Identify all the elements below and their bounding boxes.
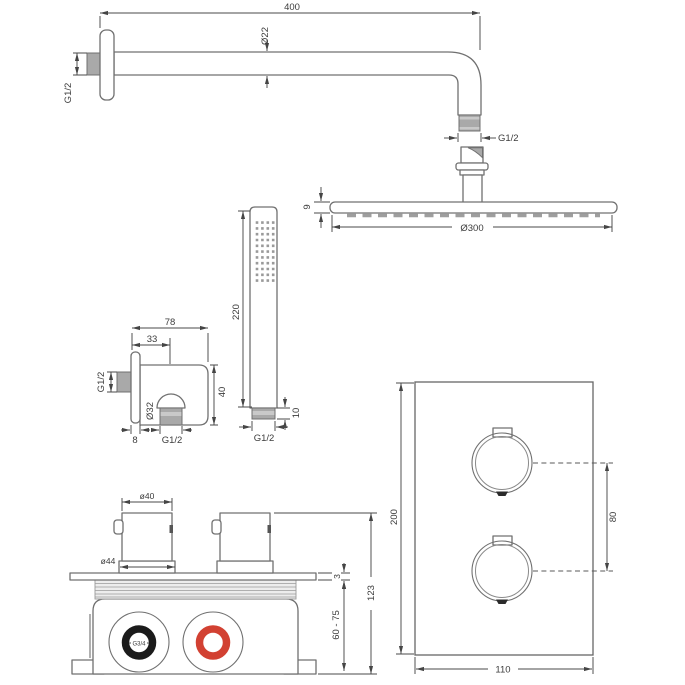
wall-outlet-assembly: 78 33 G1/2 Ø32 40 8 G1/2 — [96, 317, 228, 446]
trim-knob-2-mark — [496, 599, 508, 604]
shower-arm-assembly: 400 Ø22 G1/2 G1/2 — [63, 2, 519, 144]
dim-hand-connector: 10 — [291, 408, 302, 419]
dim-ext-arm-wall-thread — [73, 52, 87, 76]
dim-outlet-width: 78 — [165, 317, 176, 328]
valve-handle-right — [219, 512, 271, 562]
trim-plate-assembly: 80 200 110 — [389, 381, 619, 676]
dim-ext-arm-outlet-thread — [457, 133, 482, 142]
dim-valve-plate: 3 — [332, 574, 342, 579]
dim-hand-thread: G1/2 — [254, 433, 275, 444]
dim-valve-plate-bg — [332, 572, 341, 582]
dim-ext-hand-connector — [277, 407, 290, 420]
valve-port-thread-bg — [131, 639, 147, 648]
trim-knob-2-inner — [475, 544, 529, 598]
dim-ext-outlet-flange — [130, 425, 141, 434]
dim-arm-wall-thread: G1/2 — [63, 83, 74, 104]
valve-handle-right-tick — [267, 525, 271, 533]
valve-handle-left-tab — [113, 519, 124, 535]
valve-plate — [69, 572, 317, 581]
shower-arm-pipe — [113, 51, 482, 116]
valve-handle-right-tab — [211, 519, 222, 535]
dim-outlet-body-diameter: Ø32 — [145, 402, 156, 420]
dim-ext-outlet-thread — [159, 426, 183, 434]
dim-arm-length: 400 — [284, 2, 300, 13]
hand-shower-nozzle-grid — [255, 221, 275, 283]
arm-wall-thread — [86, 52, 101, 76]
dim-plate-height: 200 — [389, 509, 400, 525]
dim-hand-length: 220 — [231, 304, 242, 320]
trim-knob-1-mark — [496, 491, 508, 496]
mixer-valve-assembly: G3/4 ø40 ø44 3 60 - 75 123 — [69, 491, 377, 675]
trim-knob-1-inner — [475, 436, 529, 490]
valve-handle-left-tick — [169, 525, 173, 533]
dim-outlet-inlet-thread: G1/2 — [96, 372, 107, 393]
dim-head-thickness: 9 — [302, 204, 313, 209]
head-collar — [455, 162, 489, 171]
dim-valve-handle-diameter: ø40 — [140, 491, 155, 501]
valve-port-thread: G3/4 — [132, 642, 146, 648]
dim-arm-diameter: Ø22 — [260, 27, 271, 45]
arm-wall-flange — [99, 29, 115, 101]
trim-center-leaders — [533, 462, 613, 572]
hand-shower-assembly: 220 10 G1/2 — [231, 206, 302, 444]
dim-outlet-offset: 33 — [147, 334, 158, 345]
head-plate — [329, 201, 618, 214]
outlet-thread — [159, 407, 183, 426]
trim-plate — [414, 381, 594, 656]
valve-handle-left — [121, 512, 173, 562]
valve-port-left-outer — [108, 611, 170, 673]
dim-outlet-flange: 8 — [132, 435, 137, 446]
dim-ext-valve-height — [274, 512, 377, 675]
dim-ext-head-thickness — [314, 201, 330, 214]
dim-head-diameter-bg — [452, 221, 493, 232]
dim-valve-depth: 60 - 75 — [331, 610, 342, 640]
outlet-dome — [156, 393, 186, 409]
valve-port-hot-ring — [195, 625, 231, 660]
dim-head-diameter: Ø300 — [460, 223, 483, 234]
dim-ext-outlet-inlet — [107, 371, 117, 393]
arm-thread-highlight-2 — [459, 127, 480, 130]
valve-rib-section — [94, 579, 297, 600]
dim-outlet-outlet-thread: G1/2 — [162, 435, 183, 446]
dim-valve-height: 123 — [366, 585, 377, 601]
dim-arm-outlet-thread: G1/2 — [498, 133, 519, 144]
dim-plate-width: 110 — [495, 665, 510, 676]
outlet-flange — [130, 351, 141, 424]
dim-valve-height-bg — [365, 577, 377, 610]
valve-ribs — [95, 583, 296, 598]
dim-ext-head-diameter — [331, 215, 613, 232]
valve-handle-right-base — [216, 560, 274, 574]
outlet-inlet-thread — [116, 371, 132, 393]
dim-valve-base-diameter: ø44 — [101, 556, 116, 566]
valve-port-right-outer — [182, 611, 244, 673]
head-ball-joint-cut — [467, 147, 483, 159]
outlet-thread-highlight — [160, 412, 182, 416]
arm-thread-highlight — [459, 117, 480, 120]
head-collar-step — [459, 169, 485, 176]
dim-outlet-height: 40 — [217, 387, 228, 398]
dim-ext-trim-width — [414, 657, 594, 674]
dim-plate-spacing: 80 — [608, 512, 619, 523]
head-neck — [462, 174, 483, 204]
dim-ext-hand-thread — [251, 421, 276, 431]
hand-shower-body — [249, 206, 278, 409]
dim-ext-arm-length — [99, 16, 481, 50]
dim-trim-width-bg — [488, 663, 518, 675]
shower-head-assembly: 9 Ø300 — [302, 146, 618, 234]
hand-shower-thread-highlight — [252, 411, 275, 415]
dim-ext-outlet-width — [131, 333, 209, 362]
